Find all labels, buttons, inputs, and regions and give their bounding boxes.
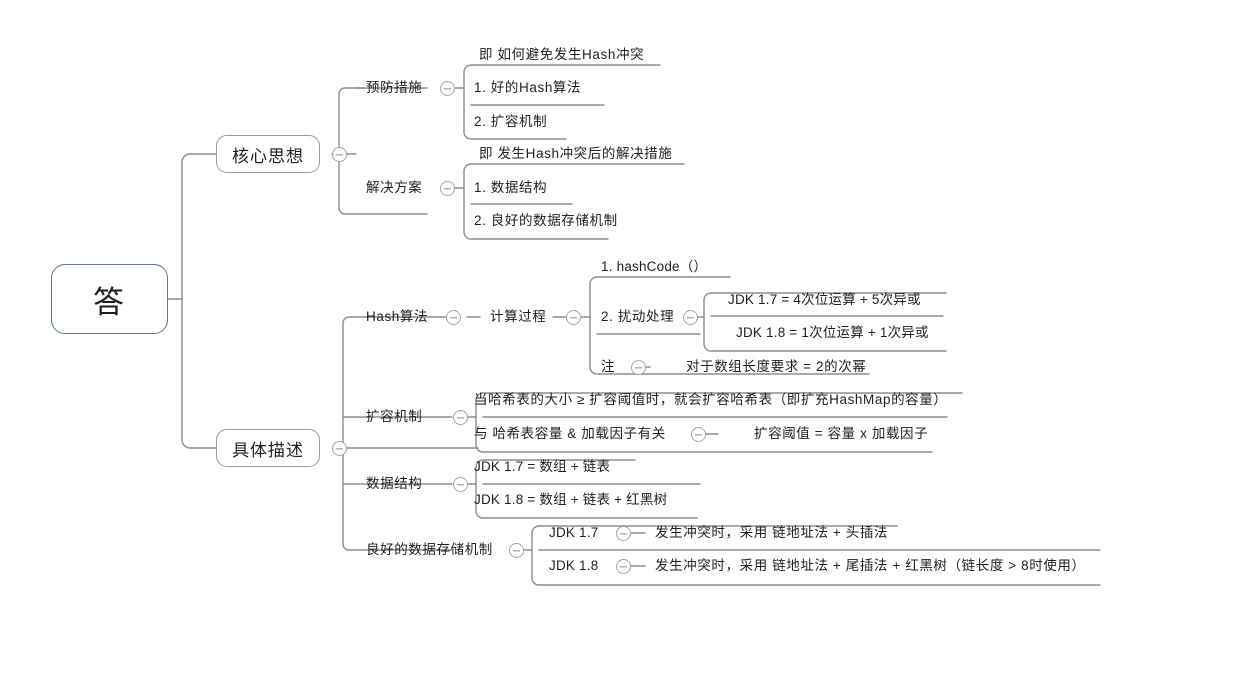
leaf-resize-threshold-value[interactable]: 扩容阈值 = 容量 x 加载因子 — [754, 426, 929, 441]
leaf-note-value[interactable]: 对于数组长度要求 = 2的次幂 — [686, 359, 867, 374]
leaf-solution-2[interactable]: 2. 良好的数据存储机制 — [474, 213, 618, 228]
node-label-calc-process[interactable]: 计算过程 — [490, 309, 547, 324]
collapse-toggle-note[interactable] — [631, 360, 646, 375]
note-prevention: 即 如何避免发生Hash冲突 — [479, 47, 645, 62]
node-label-prevention[interactable]: 预防措施 — [366, 80, 423, 95]
leaf-hashcode[interactable]: 1. hashCode（） — [601, 259, 708, 274]
collapse-toggle-hash-algorithm[interactable] — [446, 310, 461, 325]
collapse-toggle-detail[interactable] — [332, 441, 347, 456]
leaf-note[interactable]: 注 — [601, 359, 616, 374]
leaf-ds-jdk17[interactable]: JDK 1.7 = 数组 + 链表 — [474, 459, 611, 474]
leaf-storage-jdk18[interactable]: JDK 1.8 — [549, 558, 599, 573]
leaf-prevention-2[interactable]: 2. 扩容机制 — [474, 114, 548, 129]
branch-node-detail-label: 具体描述 — [232, 440, 304, 460]
branch-node-core-idea[interactable]: 核心思想 — [216, 135, 320, 173]
collapse-toggle-resize-mechanism[interactable] — [453, 410, 468, 425]
leaf-solution-1[interactable]: 1. 数据结构 — [474, 180, 548, 195]
leaf-perturbation-jdk18[interactable]: JDK 1.8 = 1次位运算 + 1次异或 — [736, 325, 929, 340]
collapse-toggle-resize-factor[interactable] — [691, 427, 706, 442]
leaf-storage-jdk17[interactable]: JDK 1.7 — [549, 525, 599, 540]
leaf-storage-jdk17-value[interactable]: 发生冲突时，采用 链地址法 + 头插法 — [655, 525, 889, 540]
branch-node-core-idea-label: 核心思想 — [232, 146, 304, 166]
leaf-perturbation-jdk17[interactable]: JDK 1.7 = 4次位运算 + 5次异或 — [728, 292, 921, 307]
node-label-solution[interactable]: 解决方案 — [366, 180, 423, 195]
leaf-resize-factor[interactable]: 与 哈希表容量 & 加载因子有关 — [474, 426, 666, 441]
node-label-hash-algorithm[interactable]: Hash算法 — [366, 309, 429, 324]
collapse-toggle-perturbation[interactable] — [683, 310, 698, 325]
node-label-resize-mechanism[interactable]: 扩容机制 — [366, 409, 423, 424]
collapse-toggle-prevention[interactable] — [440, 81, 455, 96]
collapse-toggle-solution[interactable] — [440, 181, 455, 196]
leaf-ds-jdk18[interactable]: JDK 1.8 = 数组 + 链表 + 红黑树 — [474, 492, 668, 507]
root-node-label: 答 — [93, 284, 126, 320]
collapse-toggle-calc-process[interactable] — [566, 310, 581, 325]
collapse-toggle-core-idea[interactable] — [332, 147, 347, 162]
node-label-data-structure[interactable]: 数据结构 — [366, 476, 423, 491]
leaf-prevention-1[interactable]: 1. 好的Hash算法 — [474, 80, 582, 95]
collapse-toggle-storage-jdk18[interactable] — [616, 559, 631, 574]
branch-node-detail[interactable]: 具体描述 — [216, 429, 320, 467]
root-node[interactable]: 答 — [51, 264, 168, 334]
collapse-toggle-storage-jdk17[interactable] — [616, 526, 631, 541]
leaf-resize-note[interactable]: 当哈希表的大小 ≥ 扩容阈值时，就会扩容哈希表（即扩充HashMap的容量） — [474, 392, 948, 407]
collapse-toggle-storage-mechanism[interactable] — [509, 543, 524, 558]
node-label-storage-mechanism[interactable]: 良好的数据存储机制 — [366, 542, 493, 557]
leaf-storage-jdk18-value[interactable]: 发生冲突时，采用 链地址法 + 尾插法 + 红黑树（链长度 > 8时使用） — [655, 558, 1086, 573]
collapse-toggle-data-structure[interactable] — [453, 477, 468, 492]
leaf-perturbation[interactable]: 2. 扰动处理 — [601, 309, 675, 324]
note-solution: 即 发生Hash冲突后的解决措施 — [479, 146, 673, 161]
